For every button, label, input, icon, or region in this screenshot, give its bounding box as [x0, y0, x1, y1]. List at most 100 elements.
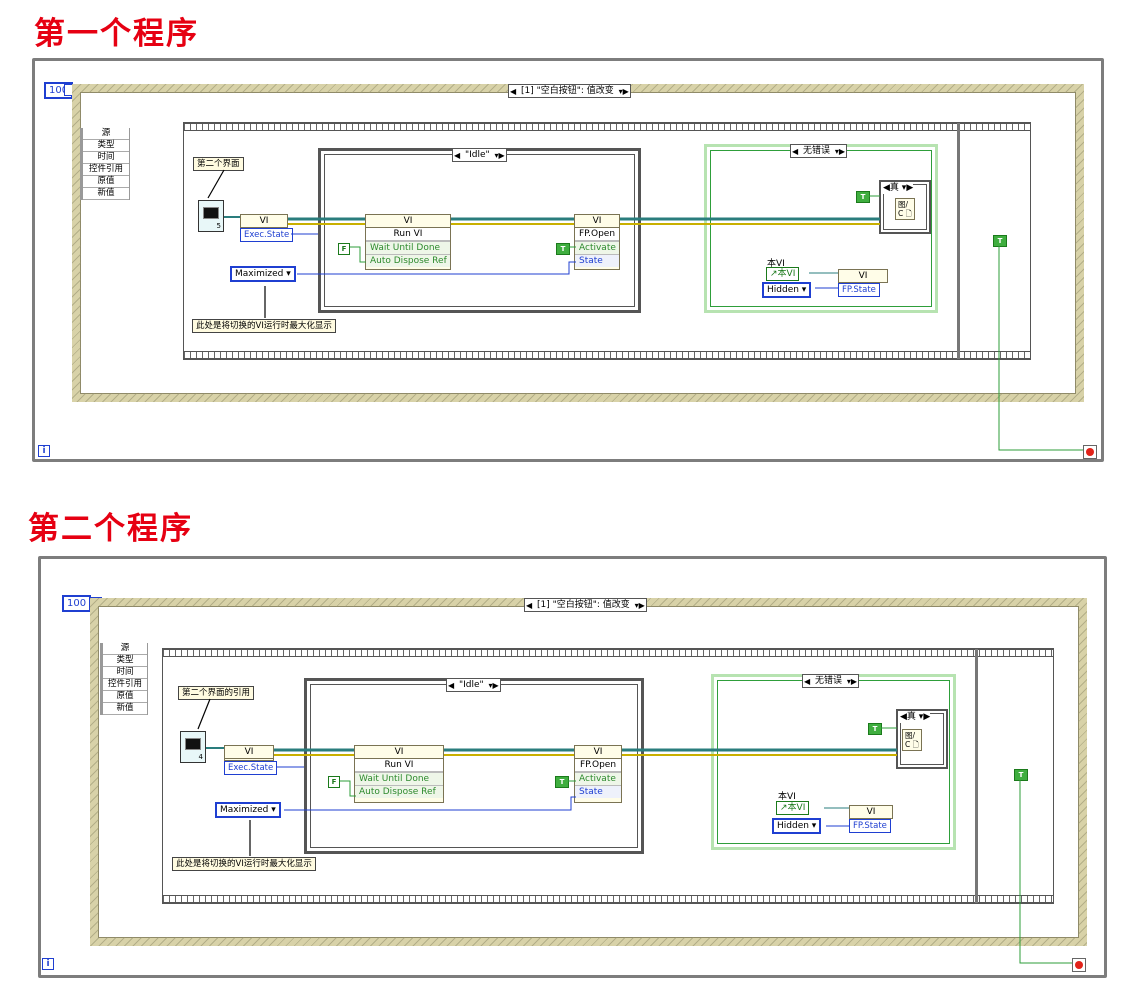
event-case-selector[interactable]: ◀ [1] "空白按钮": 值改变 ▾▶	[508, 84, 631, 98]
maximized-enum-constant[interactable]: Maximized ▾	[230, 266, 296, 282]
this-vi-label: 本VI	[778, 792, 796, 802]
ref-caption: 第二个界面的引用	[178, 686, 255, 700]
exec-state-property[interactable]: Exec.State	[224, 761, 278, 775]
property-node[interactable]: VI	[224, 745, 274, 761]
case-label: "Idle"	[459, 680, 484, 690]
event-data-item: 原值	[83, 176, 129, 188]
true-constant[interactable]: T	[856, 191, 870, 203]
stop-condition-icon[interactable]	[1083, 445, 1097, 459]
property-node[interactable]: VI	[240, 214, 288, 228]
fp-open-invoke-node[interactable]: VI FP.Open Activate State	[574, 745, 622, 803]
event-data-item: 新值	[83, 188, 129, 200]
false-constant[interactable]: F	[338, 243, 350, 255]
this-vi-label: 本VI	[767, 259, 785, 269]
dropdown-arrow-icon[interactable]: ▾▶	[488, 681, 499, 690]
note-caption: 此处是将切换的VI运行时最大化显示	[192, 319, 336, 333]
fp-open-invoke-node[interactable]: VI FP.Open Activate State	[574, 214, 620, 270]
timeout-constant[interactable]: 100	[62, 595, 92, 612]
wait-until-done-param: Wait Until Done	[355, 772, 443, 785]
vi-icon-number: 5	[216, 222, 221, 230]
event-data-node[interactable]: 源 类型 时间 控件引用 原值 新值	[100, 643, 148, 715]
true-constant[interactable]: T	[993, 235, 1007, 247]
invoke-node-class: VI	[575, 215, 619, 228]
static-vi-reference-icon[interactable]: 5	[198, 200, 224, 232]
property-node-class: VI	[839, 270, 887, 283]
decrement-arrow-icon[interactable]: ◀	[510, 87, 517, 96]
ref-caption: 第二个界面	[193, 157, 244, 171]
decrement-arrow-icon[interactable]: ◀	[526, 601, 533, 610]
dropdown-arrow-icon[interactable]: ▾▶	[634, 601, 645, 610]
event-data-item: 类型	[103, 655, 147, 667]
true-case-structure[interactable]: ◀真 ▾▶ 图/C 🗋	[896, 709, 948, 769]
iteration-terminal: i	[42, 958, 54, 970]
property-node[interactable]: VI	[849, 805, 893, 819]
fp-state-property[interactable]: FP.State	[838, 283, 880, 297]
case-selector-idle[interactable]: ◀ "Idle" ▾▶	[446, 678, 501, 692]
function-icon: 图/C 🗋	[902, 729, 922, 751]
property-node-class: VI	[225, 746, 273, 759]
property-node[interactable]: VI	[838, 269, 888, 283]
sequence-frame-divider	[975, 649, 978, 903]
event-data-item: 新值	[103, 703, 147, 715]
dropdown-arrow-icon[interactable]: ▾▶	[494, 151, 505, 160]
fp-state-property[interactable]: FP.State	[849, 819, 891, 833]
event-data-item: 控件引用	[83, 164, 129, 176]
true-constant[interactable]: T	[1014, 769, 1028, 781]
event-data-item: 时间	[83, 152, 129, 164]
state-param: State	[575, 254, 619, 267]
this-vi-reference[interactable]: ↗本VI	[766, 267, 800, 281]
event-data-item: 源	[83, 128, 129, 140]
sequence-frame-divider	[957, 123, 960, 359]
event-data-item: 类型	[83, 140, 129, 152]
event-data-item: 控件引用	[103, 679, 147, 691]
dropdown-arrow-icon[interactable]: ▾▶	[846, 677, 858, 686]
run-vi-invoke-node[interactable]: VI Run VI Wait Until Done Auto Dispose R…	[354, 745, 444, 803]
film-strip-top	[163, 649, 1053, 657]
dropdown-arrow-icon[interactable]: ▾▶	[618, 87, 629, 96]
maximized-enum-constant[interactable]: Maximized ▾	[215, 802, 281, 818]
film-strip-top	[184, 123, 1030, 131]
note-caption: 此处是将切换的VI运行时最大化显示	[172, 857, 316, 871]
error-case-selector[interactable]: ◀ 无错误 ▾▶	[790, 144, 848, 158]
property-node-class: VI	[241, 215, 287, 228]
invoke-node-class: VI	[366, 215, 450, 228]
hidden-enum-constant[interactable]: Hidden ▾	[762, 282, 812, 298]
event-case-selector[interactable]: ◀ [1] "空白按钮": 值改变 ▾▶	[524, 598, 647, 612]
dropdown-arrow-icon[interactable]: ▾▶	[834, 147, 846, 156]
decrement-arrow-icon[interactable]: ◀	[454, 151, 461, 160]
decrement-arrow-icon[interactable]: ◀	[448, 681, 455, 690]
invoke-node-class: VI	[575, 746, 621, 759]
error-case-selector[interactable]: ◀ 无错误 ▾▶	[802, 674, 860, 688]
event-case-label: [1] "空白按钮": 值改变	[521, 86, 614, 96]
auto-dispose-ref-param: Auto Dispose Ref	[366, 254, 450, 267]
case-selector-idle[interactable]: ◀ "Idle" ▾▶	[452, 148, 507, 162]
invoke-node-class: VI	[355, 746, 443, 759]
iteration-terminal: i	[38, 445, 50, 457]
wait-until-done-param: Wait Until Done	[366, 241, 450, 254]
true-constant[interactable]: T	[868, 723, 882, 735]
property-node-class: VI	[850, 806, 892, 819]
true-constant[interactable]: T	[556, 243, 570, 255]
true-case-selector[interactable]: ◀真 ▾▶	[900, 712, 931, 723]
invoke-method-title: FP.Open	[575, 759, 621, 772]
activate-param: Activate	[575, 772, 621, 785]
true-constant[interactable]: T	[555, 776, 569, 788]
stop-condition-icon[interactable]	[1072, 958, 1086, 972]
this-vi-reference[interactable]: ↗本VI	[776, 801, 810, 815]
case-label: 无错误	[803, 146, 831, 156]
auto-dispose-ref-param: Auto Dispose Ref	[355, 785, 443, 798]
true-case-structure[interactable]: ◀真 ▾▶ 图/C 🗋	[879, 180, 931, 234]
false-constant[interactable]: F	[328, 776, 340, 788]
function-icon: 图/C 🗋	[895, 198, 915, 220]
event-data-node[interactable]: 源 类型 时间 控件引用 原值 新值	[80, 128, 130, 200]
exec-state-property[interactable]: Exec.State	[240, 228, 294, 242]
decrement-arrow-icon[interactable]: ◀	[792, 147, 799, 156]
true-case-selector[interactable]: ◀真 ▾▶	[883, 183, 914, 194]
hidden-enum-constant[interactable]: Hidden ▾	[772, 818, 822, 834]
film-strip-bottom	[163, 895, 1053, 903]
event-data-item: 原值	[103, 691, 147, 703]
static-vi-reference-icon[interactable]: 4	[180, 731, 206, 763]
decrement-arrow-icon[interactable]: ◀	[804, 677, 811, 686]
vi-icon-number: 4	[198, 753, 203, 761]
run-vi-invoke-node[interactable]: VI Run VI Wait Until Done Auto Dispose R…	[365, 214, 451, 270]
